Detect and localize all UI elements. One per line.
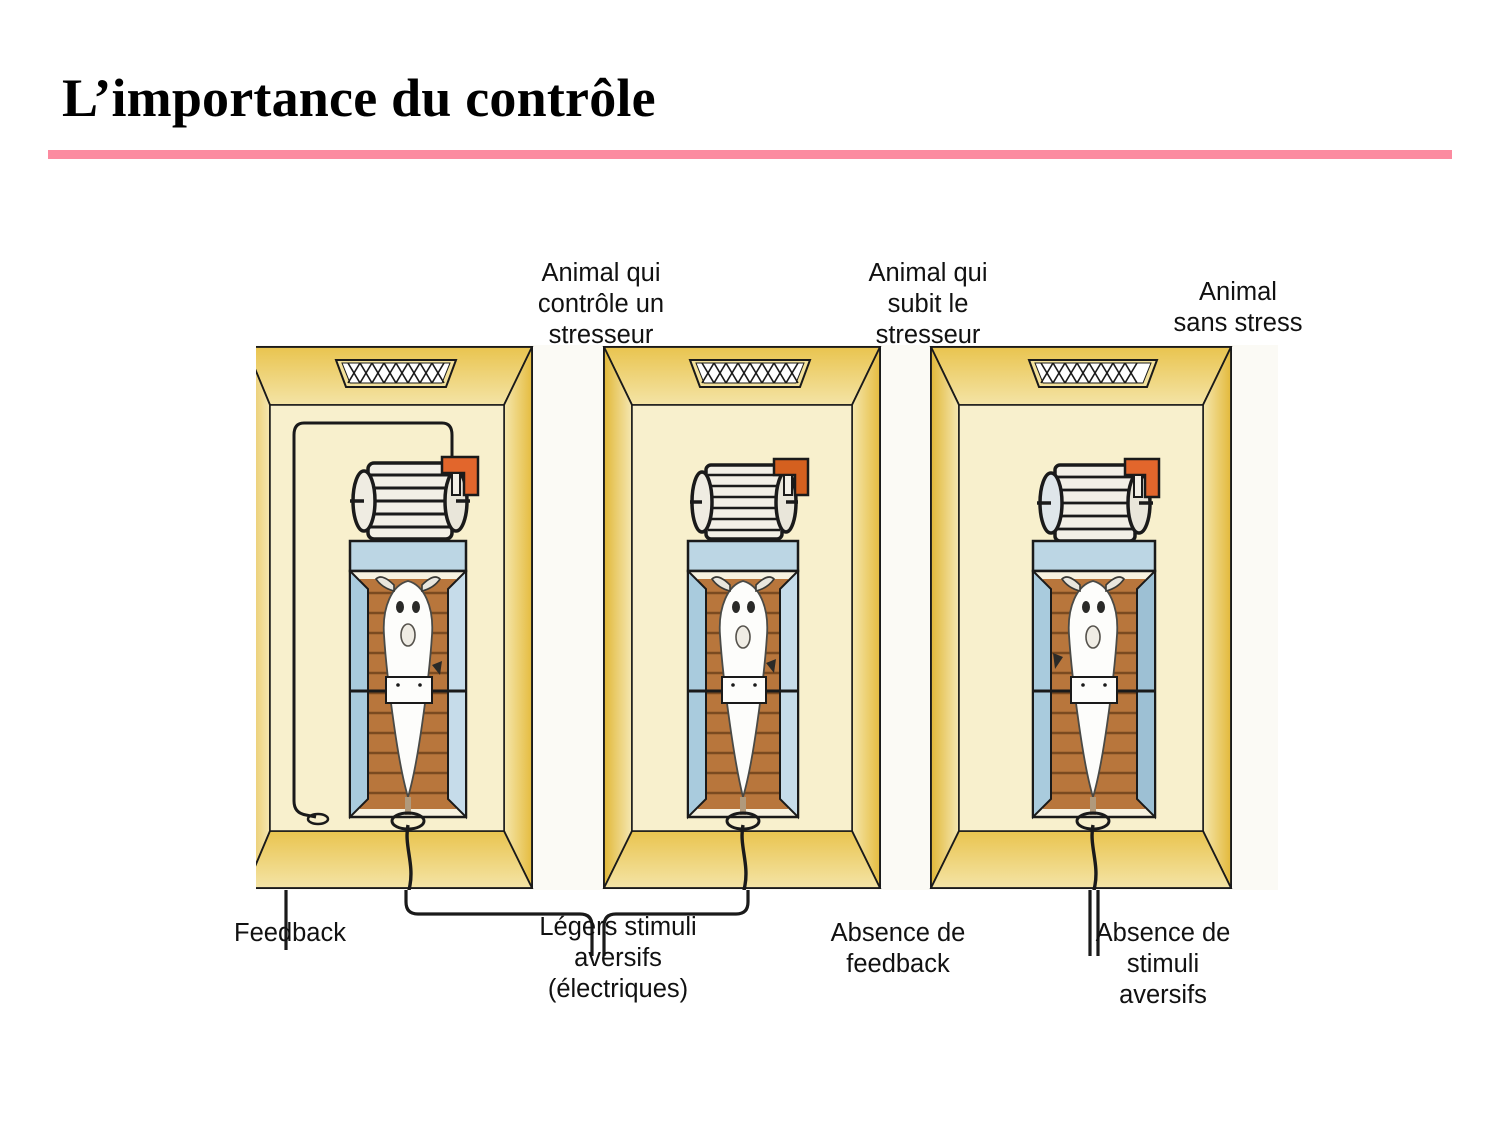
caption-feedback: Feedback: [234, 919, 346, 947]
chamber-yoked-stressor: [598, 345, 886, 890]
tail-electrode: [1075, 797, 1111, 890]
column-heading-yoked-stressor: Animal qui subit le stresseur: [868, 259, 988, 350]
restrainer-apparatus: [686, 539, 800, 820]
tail-electrode: [725, 797, 761, 890]
chamber-1-illustration: [256, 346, 534, 890]
chamber-3-illustration: [929, 346, 1233, 890]
chamber-no-stress: [925, 345, 1250, 890]
chamber-controls-stressor: [256, 345, 534, 890]
column-heading-controls-stressor: Animal qui contrôle un stresseur: [537, 259, 665, 350]
restrainer-apparatus: [1031, 539, 1157, 820]
running-drum-icon: [350, 461, 470, 541]
lever-block-icon: [440, 455, 480, 497]
caption-no-aversive-stimuli: Absence de stimuli aversifs: [1095, 919, 1231, 1010]
mesh-vent-icon: [334, 359, 458, 388]
feedback-wire-upper: [304, 421, 454, 465]
mesh-vent-icon: [688, 359, 812, 388]
chamber-2-illustration: [602, 346, 882, 890]
lever-block-icon: [772, 457, 810, 497]
feedback-wire-grommet: [306, 812, 330, 826]
restrainer-apparatus: [348, 539, 468, 820]
column-heading-no-stress: Animal sans stress: [1173, 278, 1303, 338]
title-underline-rule: [48, 150, 1452, 159]
feedback-wire-left: [292, 421, 317, 819]
caption-no-feedback: Absence de feedback: [830, 919, 966, 979]
page-title: L’importance du contrôle: [62, 68, 656, 128]
tail-electrode: [390, 797, 426, 890]
mesh-vent-icon: [1027, 359, 1159, 388]
lever-block-icon: [1123, 457, 1161, 499]
running-drum-icon: [1037, 463, 1153, 543]
experiment-figure: Animal qui contrôle un stresseur Animal …: [228, 250, 1302, 1009]
caption-aversive-stimuli: Légers stimuli aversifs (électriques): [539, 913, 697, 1004]
